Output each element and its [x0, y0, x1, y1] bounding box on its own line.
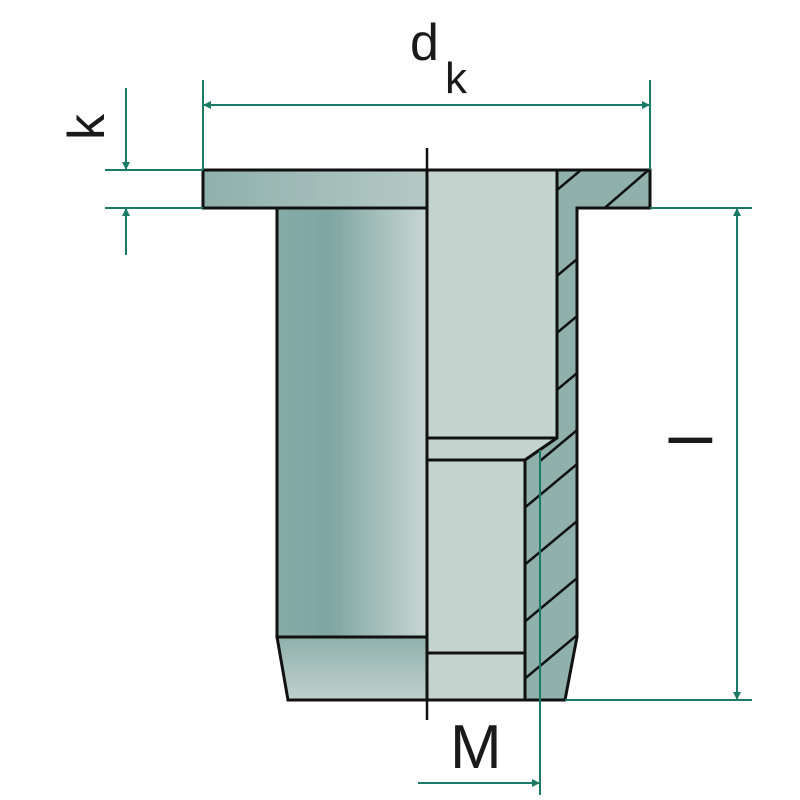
shank-taper	[275, 635, 429, 702]
dimension-k	[105, 88, 203, 255]
dimension-m	[418, 450, 541, 795]
shank-left	[275, 206, 429, 639]
dimension-dk-label: d	[410, 14, 439, 72]
dimension-k-label: k	[58, 113, 116, 140]
upper-bore	[425, 168, 559, 440]
dimension-dk-subscript: k	[445, 54, 468, 103]
dimension-dk	[202, 80, 651, 170]
dimension-l	[565, 207, 752, 701]
dimension-l-label: l	[658, 434, 725, 447]
dimension-m-label: M	[450, 713, 502, 782]
section-wall	[525, 170, 650, 700]
section-outline	[523, 168, 652, 702]
flange-left	[201, 168, 429, 210]
thread-bore	[425, 458, 527, 702]
